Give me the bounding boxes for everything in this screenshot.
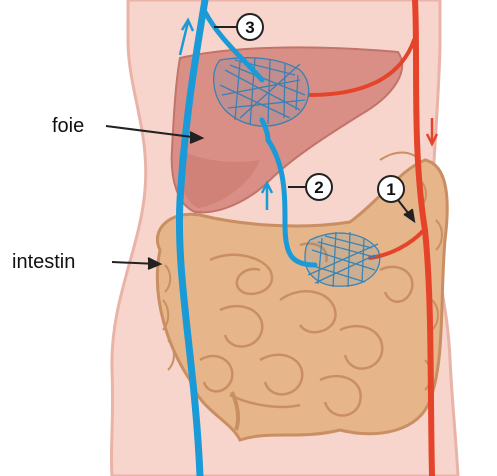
marker-1-label: 1 — [386, 180, 395, 199]
marker-2-label: 2 — [314, 178, 323, 197]
intestine-label: intestin — [12, 251, 75, 273]
liver-label: foie — [52, 115, 84, 137]
intestine-capillary-network — [305, 232, 380, 287]
marker-3-label: 3 — [245, 18, 254, 37]
